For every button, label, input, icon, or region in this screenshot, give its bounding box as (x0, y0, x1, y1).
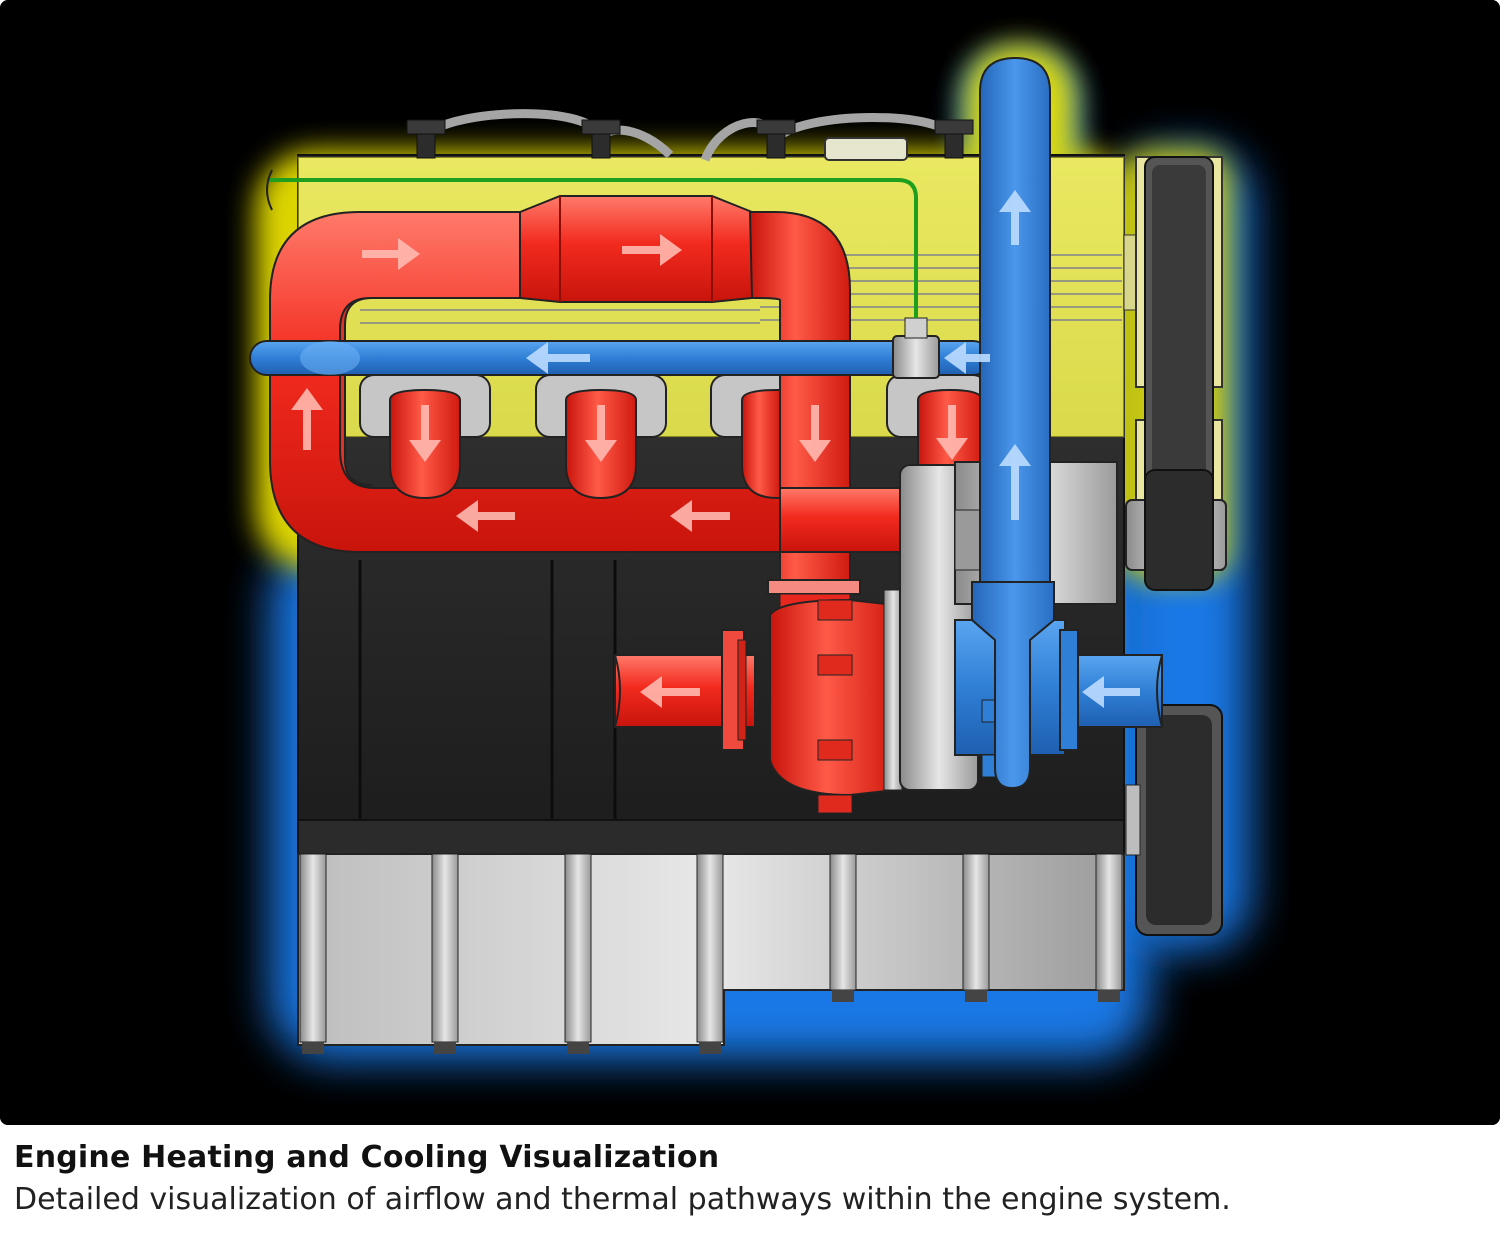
caption-title: Engine Heating and Cooling Visualization (14, 1140, 720, 1175)
spark-plugs (406, 109, 974, 162)
intake-pipe (971, 56, 1055, 790)
arrow-left-icon (526, 342, 590, 374)
arrow-right-icon (622, 234, 682, 266)
arrow-up-icon (999, 444, 1031, 520)
engine-illustration (249, 45, 1250, 1060)
arrow-up-icon (291, 388, 323, 450)
arrow-down-icon (799, 405, 831, 462)
sensor-wire (268, 178, 918, 318)
arrow-left-icon (456, 500, 515, 532)
arrow-down-icon (585, 405, 617, 462)
flow-arrows (291, 234, 968, 708)
oil-pan (297, 853, 1125, 1054)
arrow-down-icon (936, 405, 968, 460)
belt-pulleys (1125, 156, 1227, 936)
arrow-left-icon (944, 342, 990, 374)
arrow-left-icon (640, 676, 700, 708)
coolant-line (249, 317, 991, 379)
arrow-up-icon (999, 190, 1031, 245)
arrow-left-icon (1082, 676, 1140, 708)
arrow-left-icon (670, 500, 730, 532)
arrow-down-icon (409, 405, 441, 462)
arrow-right-icon (362, 238, 420, 270)
caption-subtitle: Detailed visualization of airflow and th… (14, 1182, 1231, 1217)
engine-diagram (0, 0, 1500, 1125)
cool-flow-arrows (526, 190, 1140, 708)
